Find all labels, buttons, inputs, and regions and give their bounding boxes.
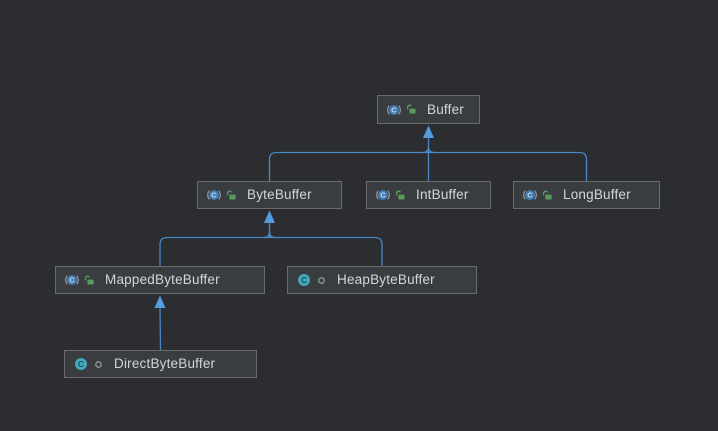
class-name-label: LongBuffer [563,187,631,203]
package-private-modifier-icon [316,275,327,286]
class-name-label: Buffer [427,101,464,117]
class-node-directbytebuffer[interactable]: C DirectByteBuffer [64,350,257,378]
class-name-label: IntBuffer [416,187,469,203]
svg-text:C: C [78,360,84,369]
svg-text:C: C [391,105,397,114]
svg-text:C: C [380,191,386,200]
extends-edge [268,151,588,181]
package-private-modifier-icon [93,359,104,370]
extends-edge [159,236,383,266]
class-node-bytebuffer[interactable]: C ByteBuffer [197,181,342,209]
extends-edge [427,146,435,154]
svg-text:C: C [69,276,75,285]
svg-text:C: C [211,191,217,200]
class-name-label: MappedByteBuffer [105,272,220,288]
public-modifier-icon [226,190,237,201]
svg-text:C: C [527,191,533,200]
svg-text:C: C [301,276,307,285]
class-name-label: DirectByteBuffer [114,356,216,372]
class-node-longbuffer[interactable]: C LongBuffer [513,181,660,209]
extends-edge [268,231,276,239]
inheritance-arrowhead [423,125,434,138]
class-icon: C [296,272,312,288]
inheritance-arrowhead [264,210,275,223]
public-modifier-icon [542,190,553,201]
public-modifier-icon [395,190,406,201]
class-icon: C [73,356,89,372]
inheritance-arrowhead [154,295,166,308]
public-modifier-icon [406,104,417,115]
abstract-class-icon: C [522,187,538,203]
class-node-heapbytebuffer[interactable]: C HeapByteBuffer [287,266,477,294]
class-name-label: ByteBuffer [247,187,312,203]
class-name-label: HeapByteBuffer [337,272,435,288]
class-node-buffer[interactable]: C Buffer [377,95,480,124]
abstract-class-icon: C [64,272,80,288]
abstract-class-icon: C [375,187,391,203]
abstract-class-icon: C [386,102,402,118]
abstract-class-icon: C [206,187,222,203]
class-node-intbuffer[interactable]: C IntBuffer [366,181,491,209]
extends-edge [159,306,162,351]
class-node-mappedbytebuffer[interactable]: C MappedByteBuffer [55,266,265,294]
public-modifier-icon [84,275,95,286]
extends-edge [263,231,271,239]
extends-edge [422,146,430,154]
